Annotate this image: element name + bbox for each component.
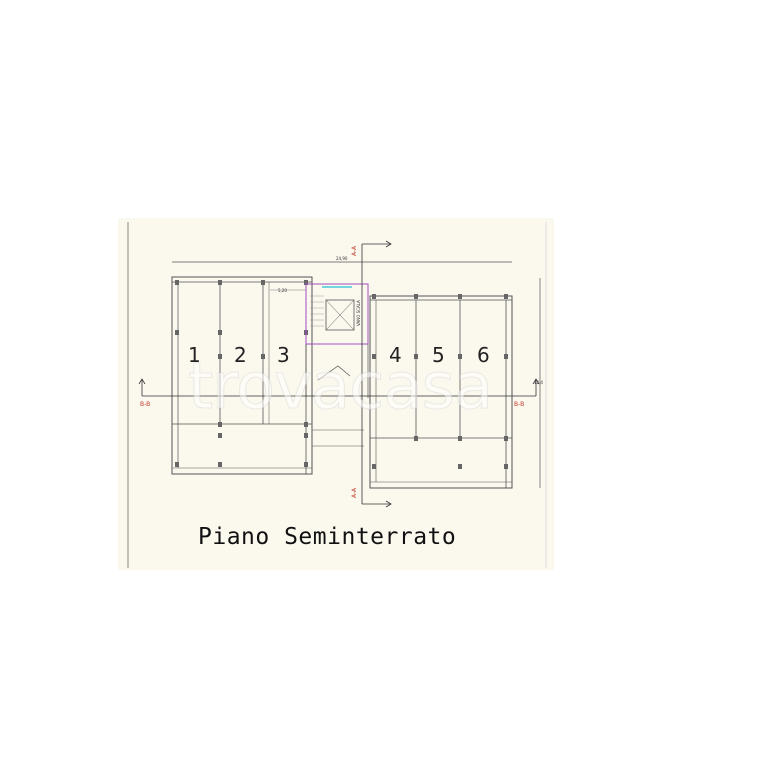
- room-number-2: 2: [234, 343, 247, 367]
- room-number-3: 3: [277, 343, 290, 367]
- plan-caption: Piano Seminterrato: [198, 524, 457, 550]
- room-number-1: 1: [188, 343, 201, 367]
- room-number-6: 6: [477, 343, 490, 367]
- right-block-outline: [369, 295, 513, 489]
- left-block-outline: [171, 276, 313, 475]
- overall-dimension-label: 24,90: [336, 256, 348, 261]
- room-number-4: 4: [389, 343, 402, 367]
- stair-note: VANO SCALA: [356, 300, 361, 326]
- top-dimension-label: 5,20: [278, 288, 287, 293]
- room-number-5: 5: [432, 343, 445, 367]
- watermark-logo: trovacasa: [187, 350, 493, 425]
- section-aa-label-bottom: A-A: [351, 487, 358, 498]
- stair-core-outline: [305, 283, 369, 345]
- left-block-pillars: [175, 280, 308, 467]
- section-aa-label-top: A-A: [351, 245, 358, 256]
- right-dimension-label: 12,4: [534, 380, 543, 385]
- lift-shaft: [325, 299, 355, 331]
- section-bb-label-left: B-B: [140, 401, 150, 408]
- right-block-pillars: [372, 294, 508, 469]
- entrance-door: [317, 365, 351, 381]
- section-bb-label-right: B-B: [514, 401, 524, 408]
